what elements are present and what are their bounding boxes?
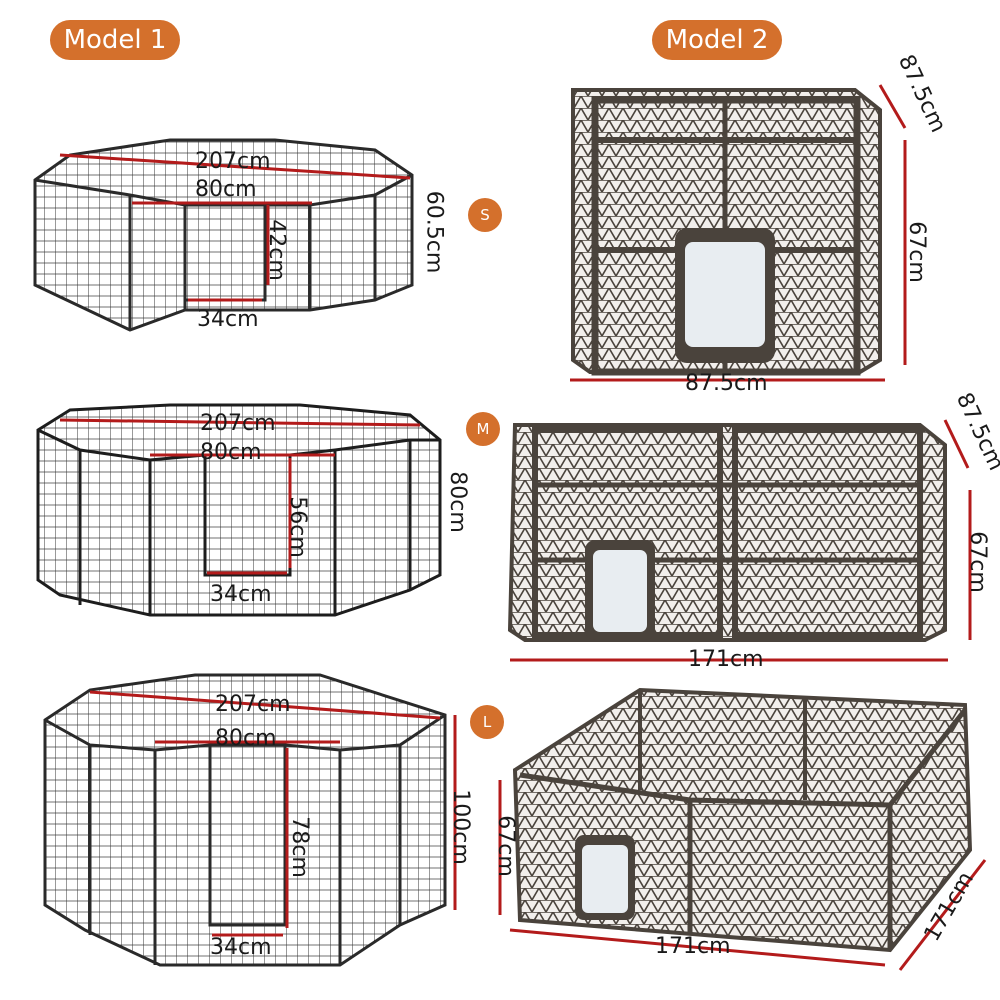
m1-s-door-height-label: 42cm bbox=[263, 219, 289, 281]
m2-s-width-label: 87.5cm bbox=[685, 371, 768, 396]
m2-m-height-label: 67cm bbox=[964, 531, 990, 593]
m1-l-gap-label: 34cm bbox=[210, 935, 272, 960]
m1-s-gap-label: 34cm bbox=[197, 307, 259, 332]
model1-header: Model 1 bbox=[50, 20, 180, 60]
model1-medium-pen bbox=[36, 403, 442, 617]
m2-l-width-label: 171cm bbox=[655, 934, 731, 959]
model2-small-pen bbox=[570, 84, 907, 382]
size-m-badge: M bbox=[466, 412, 500, 446]
m1-m-gap-label: 34cm bbox=[210, 582, 272, 607]
m2-m-width-label: 171cm bbox=[688, 647, 764, 672]
model2-large-pen bbox=[498, 687, 987, 971]
model1-large-pen bbox=[43, 673, 457, 967]
m1-l-door-height-label: 78cm bbox=[286, 816, 312, 878]
m1-s-door-width-label: 80cm bbox=[195, 177, 257, 202]
m2-l-height-label: 67cm bbox=[492, 815, 518, 877]
m1-s-height-label: 60.5cm bbox=[421, 190, 447, 274]
m1-s-width-label: 207cm bbox=[195, 149, 271, 174]
m1-m-height-label: 80cm bbox=[444, 471, 470, 533]
m1-m-door-width-label: 80cm bbox=[200, 440, 262, 465]
model2-medium-pen bbox=[507, 419, 972, 662]
m1-l-door-width-label: 80cm bbox=[215, 726, 277, 751]
size-s-badge: S bbox=[468, 198, 502, 232]
m1-m-width-label: 207cm bbox=[200, 411, 276, 436]
size-l-badge: L bbox=[470, 705, 504, 739]
model1-small-pen bbox=[33, 138, 414, 332]
m1-m-door-height-label: 56cm bbox=[284, 496, 310, 558]
m1-l-height-label: 100cm bbox=[447, 789, 473, 865]
m1-l-width-label: 207cm bbox=[215, 692, 291, 717]
m2-s-height-label: 67cm bbox=[903, 221, 929, 283]
model2-header: Model 2 bbox=[652, 20, 782, 60]
